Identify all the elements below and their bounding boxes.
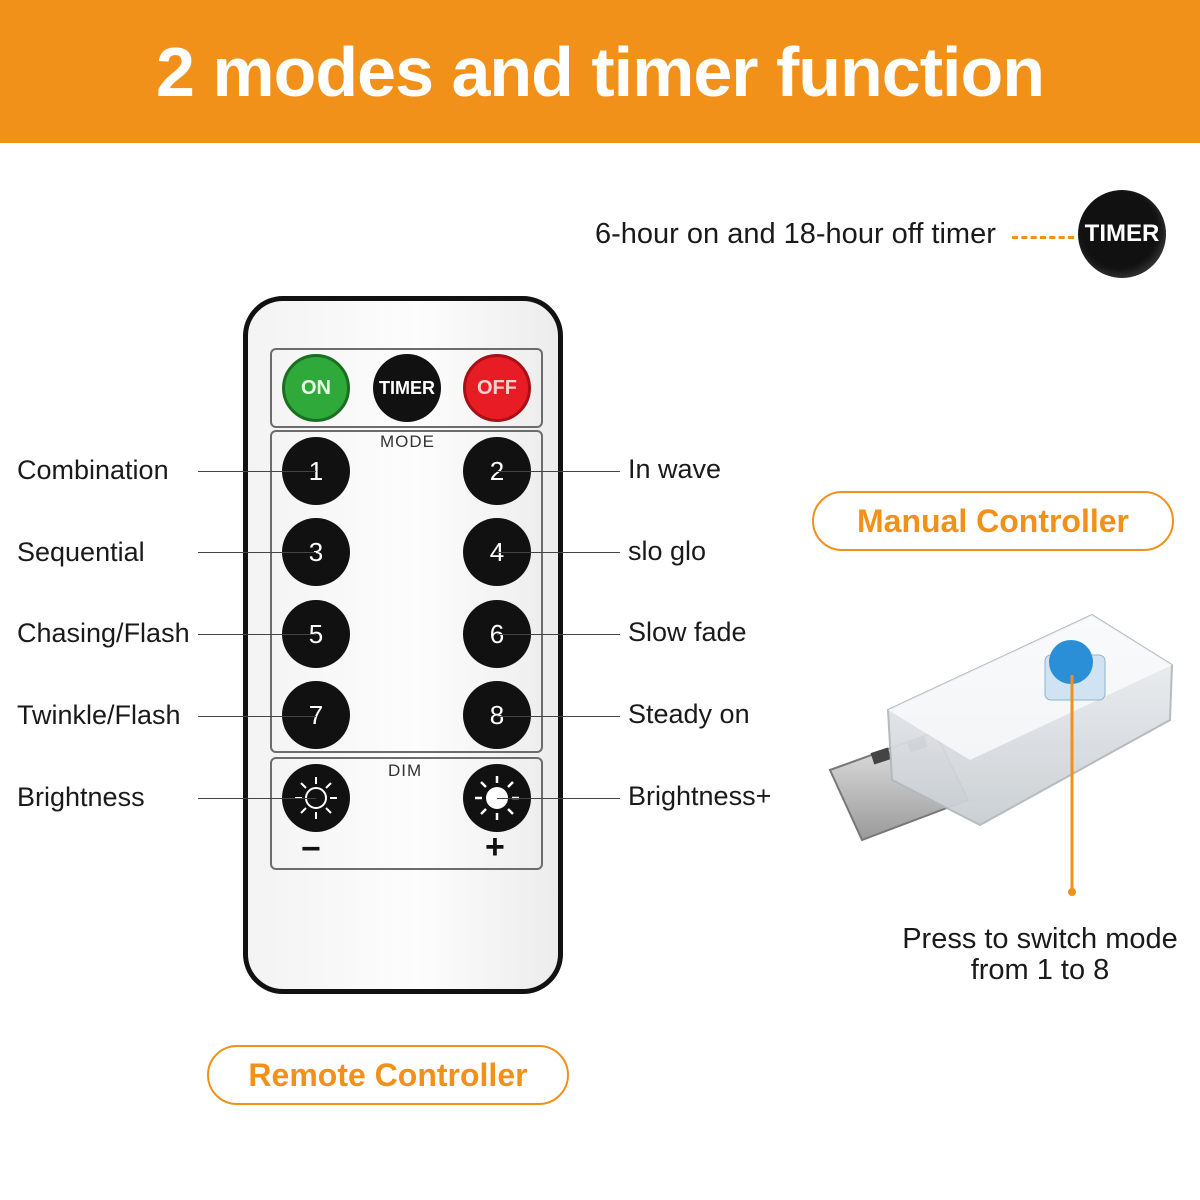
mode-7-label: Twinkle/Flash [17,700,181,730]
leader-line [198,552,316,553]
leader-line [198,471,316,472]
page-title: 2 modes and timer function [156,32,1045,111]
mode-2-label: In wave [628,454,722,484]
minus-sign: − [301,830,321,868]
leader-line [497,716,620,717]
manual-controller-caption: Manual Controller [812,491,1174,551]
leader-line [497,798,620,799]
mode-switch-button[interactable] [1049,640,1093,684]
leader-line [198,798,316,799]
press-instruction-line2: from 1 to 8 [970,954,1110,986]
mode-label: MODE [380,432,435,451]
mode-3-label: Sequential [17,537,145,567]
mode-4-label: slo glo [628,536,707,566]
mode-button-7[interactable]: 7 [282,681,350,749]
mode-panel [270,430,543,753]
mode-button-8[interactable]: 8 [463,681,531,749]
brightness-up-label: Brightness+ [628,781,772,811]
timer-badge: TIMER [1078,190,1166,278]
mode-6-label: Slow fade [628,617,747,647]
leader-line [198,634,316,635]
power-panel [270,348,543,428]
mode-1-label: Combination [17,455,169,485]
leader-line [198,716,316,717]
plus-sign: + [485,828,505,866]
press-instruction-line1: Press to switch mode [902,923,1178,955]
timer-button[interactable]: TIMER [373,354,441,422]
dim-label: DIM [388,761,423,780]
timer-description: 6-hour on and 18-hour off timer [595,218,996,250]
timer-connector-line [1012,236,1074,239]
usb-controller-image [828,613,1174,896]
mode-5-label: Chasing/Flash [17,618,190,648]
remote-controller-caption: Remote Controller [207,1045,569,1105]
press-instruction: Press to switch mode from 1 to 8 [880,924,1200,986]
brightness-down-label: Brightness [17,782,145,812]
leader-line [497,634,620,635]
dim-panel [270,757,543,870]
on-button[interactable]: ON [282,354,350,422]
off-button[interactable]: OFF [463,354,531,422]
leader-line [497,552,620,553]
mode-8-label: Steady on [628,699,750,729]
header-banner: 2 modes and timer function [0,0,1200,143]
leader-line [497,471,620,472]
